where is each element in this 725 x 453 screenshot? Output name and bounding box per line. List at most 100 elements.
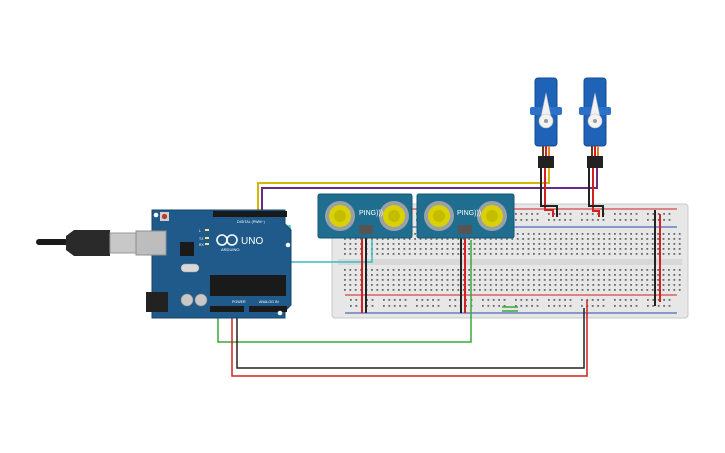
breadboard-hole[interactable] [533, 248, 535, 250]
breadboard-hole[interactable] [630, 233, 632, 235]
breadboard-hole[interactable] [437, 305, 440, 307]
breadboard-hole[interactable] [549, 289, 551, 291]
breadboard-hole[interactable] [608, 274, 611, 276]
breadboard-hole[interactable] [430, 284, 433, 286]
breadboard-hole[interactable] [421, 299, 424, 301]
breadboard-hole[interactable] [608, 248, 611, 250]
breadboard-hole[interactable] [646, 269, 649, 271]
breadboard-hole[interactable] [673, 284, 676, 286]
breadboard-hole[interactable] [381, 253, 384, 255]
breadboard-hole[interactable] [457, 248, 460, 250]
breadboard-hole[interactable] [495, 289, 497, 291]
breadboard-hole[interactable] [646, 233, 649, 235]
breadboard-hole[interactable] [468, 243, 470, 245]
breadboard-hole[interactable] [441, 269, 443, 271]
breadboard-hole[interactable] [554, 253, 557, 255]
breadboard-hole[interactable] [576, 243, 578, 245]
breadboard-hole[interactable] [543, 238, 546, 240]
breadboard-hole[interactable] [527, 238, 530, 240]
breadboard-hole[interactable] [560, 243, 562, 245]
breadboard-hole[interactable] [355, 305, 358, 307]
breadboard-hole[interactable] [479, 279, 481, 281]
breadboard-hole[interactable] [614, 213, 616, 215]
breadboard-hole[interactable] [565, 274, 568, 276]
breadboard-hole[interactable] [371, 279, 373, 281]
breadboard-hole[interactable] [624, 289, 627, 291]
breadboard-hole[interactable] [414, 289, 416, 291]
breadboard-hole[interactable] [548, 305, 550, 307]
breadboard-hole[interactable] [468, 289, 470, 291]
breadboard-hole[interactable] [651, 279, 654, 281]
breadboard-hole[interactable] [446, 289, 449, 291]
breadboard-hole[interactable] [403, 243, 406, 245]
breadboard-hole[interactable] [489, 243, 492, 245]
breadboard-hole[interactable] [549, 238, 551, 240]
breadboard-hole[interactable] [533, 274, 535, 276]
breadboard-hole[interactable] [652, 213, 655, 215]
breadboard-hole[interactable] [624, 305, 627, 307]
breadboard-hole[interactable] [511, 238, 514, 240]
breadboard-hole[interactable] [349, 269, 352, 271]
breadboard-hole[interactable] [558, 219, 561, 221]
breadboard-hole[interactable] [489, 253, 492, 255]
breadboard-hole[interactable] [651, 284, 654, 286]
breadboard-hole[interactable] [393, 305, 396, 307]
breadboard-hole[interactable] [536, 299, 539, 301]
breadboard-hole[interactable] [344, 289, 346, 291]
breadboard-hole[interactable] [678, 274, 681, 276]
breadboard-hole[interactable] [503, 299, 506, 301]
servo-motor-1[interactable] [530, 77, 562, 168]
breadboard-hole[interactable] [554, 233, 557, 235]
breadboard-hole[interactable] [558, 299, 561, 301]
breadboard-hole[interactable] [392, 248, 395, 250]
breadboard-hole[interactable] [549, 284, 551, 286]
breadboard-hole[interactable] [624, 243, 627, 245]
breadboard-hole[interactable] [454, 299, 457, 301]
breadboard-hole[interactable] [608, 269, 611, 271]
breadboard-hole[interactable] [614, 299, 616, 301]
breadboard-hole[interactable] [647, 213, 649, 215]
breadboard-hole[interactable] [538, 269, 541, 271]
breadboard-hole[interactable] [565, 289, 568, 291]
breadboard-hole[interactable] [457, 279, 460, 281]
breadboard-hole[interactable] [403, 274, 406, 276]
breadboard-hole[interactable] [495, 253, 497, 255]
breadboard-hole[interactable] [592, 274, 595, 276]
breadboard-hole[interactable] [592, 269, 595, 271]
breadboard-hole[interactable] [419, 243, 422, 245]
breadboard-hole[interactable] [608, 289, 611, 291]
breadboard-hole[interactable] [414, 238, 416, 240]
breadboard-hole[interactable] [668, 299, 671, 301]
breadboard-hole[interactable] [516, 253, 519, 255]
breadboard-hole[interactable] [500, 248, 503, 250]
breadboard-hole[interactable] [482, 299, 484, 301]
breadboard-hole[interactable] [651, 238, 654, 240]
breadboard-hole[interactable] [437, 299, 440, 301]
breadboard-hole[interactable] [503, 305, 506, 307]
breadboard-hole[interactable] [597, 289, 600, 291]
breadboard-hole[interactable] [441, 284, 443, 286]
breadboard-hole[interactable] [657, 305, 660, 307]
breadboard-hole[interactable] [657, 219, 660, 221]
breadboard-hole[interactable] [576, 248, 578, 250]
breadboard-hole[interactable] [398, 274, 400, 276]
breadboard-hole[interactable] [495, 269, 497, 271]
breadboard-hole[interactable] [376, 274, 379, 276]
breadboard-hole[interactable] [614, 233, 616, 235]
breadboard-hole[interactable] [462, 289, 465, 291]
breadboard-hole[interactable] [457, 284, 460, 286]
breadboard-hole[interactable] [468, 274, 470, 276]
breadboard-hole[interactable] [398, 243, 400, 245]
breadboard-hole[interactable] [592, 238, 595, 240]
breadboard-hole[interactable] [538, 274, 541, 276]
breadboard-hole[interactable] [408, 289, 411, 291]
breadboard-hole[interactable] [565, 269, 568, 271]
breadboard-hole[interactable] [549, 269, 551, 271]
breadboard-hole[interactable] [354, 279, 357, 281]
breadboard-hole[interactable] [462, 284, 465, 286]
breadboard-hole[interactable] [522, 289, 524, 291]
breadboard-hole[interactable] [533, 284, 535, 286]
breadboard-hole[interactable] [624, 253, 627, 255]
breadboard-hole[interactable] [564, 305, 566, 307]
breadboard-hole[interactable] [489, 269, 492, 271]
